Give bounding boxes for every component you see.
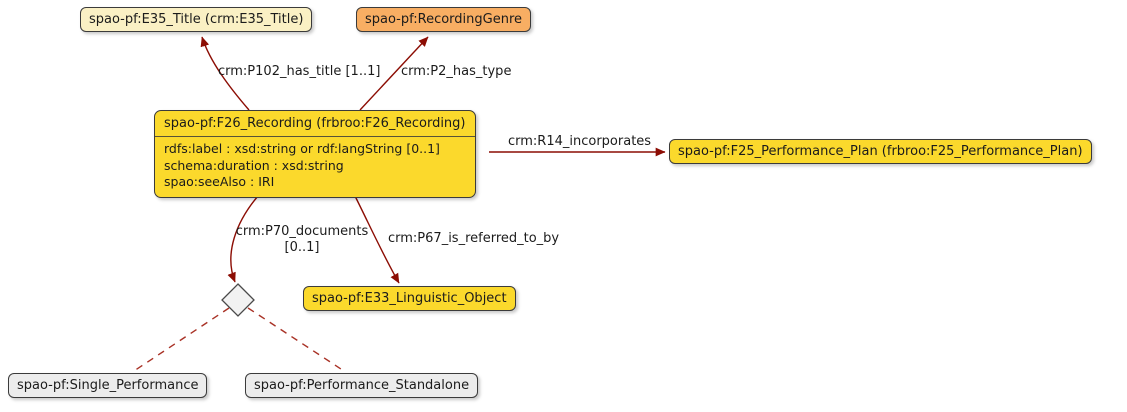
attribute-spao-seealso: spao:seeAlso : IRI (164, 174, 275, 189)
class-f26-recording-title: spao-pf:F26_Recording (frbroo:F26_Record… (155, 111, 475, 137)
attribute-rdfs-label: rdfs:label : xsd:string or rdf:langStrin… (164, 141, 440, 156)
edge-label-p67-is-referred-to-by: crm:P67_is_referred_to_by (388, 231, 560, 246)
edge-label-p70-cardinality: [0..1] (284, 240, 320, 255)
edge-p70-documents (227, 195, 259, 283)
node-e35-title: spao-pf:E35_Title (crm:E35_Title) (80, 7, 313, 32)
node-e33-linguistic-object: spao-pf:E33_Linguistic_Object (303, 286, 516, 311)
attribute-schema-duration: schema:duration : xsd:string (164, 157, 344, 173)
node-single-performance: spao-pf:Single_Performance (8, 373, 208, 398)
edge-label-p70-documents: crm:P70_documents [0..1] (235, 224, 369, 256)
class-f26-recording-attributes: rdfs:label : xsd:string or rdf:langStrin… (155, 137, 475, 197)
node-recording-genre: spao-pf:RecordingGenre (356, 7, 532, 32)
edge-label-p70-text: crm:P70_documents (235, 224, 369, 239)
edge-label-p102-has-title: crm:P102_has_title [1..1] (218, 64, 381, 79)
class-f26-recording: spao-pf:F26_Recording (frbroo:F26_Record… (154, 110, 476, 198)
node-f25-performance-plan: spao-pf:F25_Performance_Plan (frbroo:F25… (669, 139, 1092, 164)
edge-dashed-performance-standalone (247, 307, 345, 372)
edge-p102-has-title (200, 36, 250, 111)
edge-label-p2-has-type: crm:P2_has_type (401, 64, 512, 79)
edge-p67-is-referred-to-by (354, 195, 400, 284)
aggregation-diamond (221, 283, 255, 317)
node-performance-standalone: spao-pf:Performance_Standalone (245, 373, 479, 398)
edge-p2-has-type (359, 36, 429, 111)
edge-dashed-single-performance (133, 307, 230, 372)
edge-label-r14-incorporates: crm:R14_incorporates (508, 134, 652, 149)
